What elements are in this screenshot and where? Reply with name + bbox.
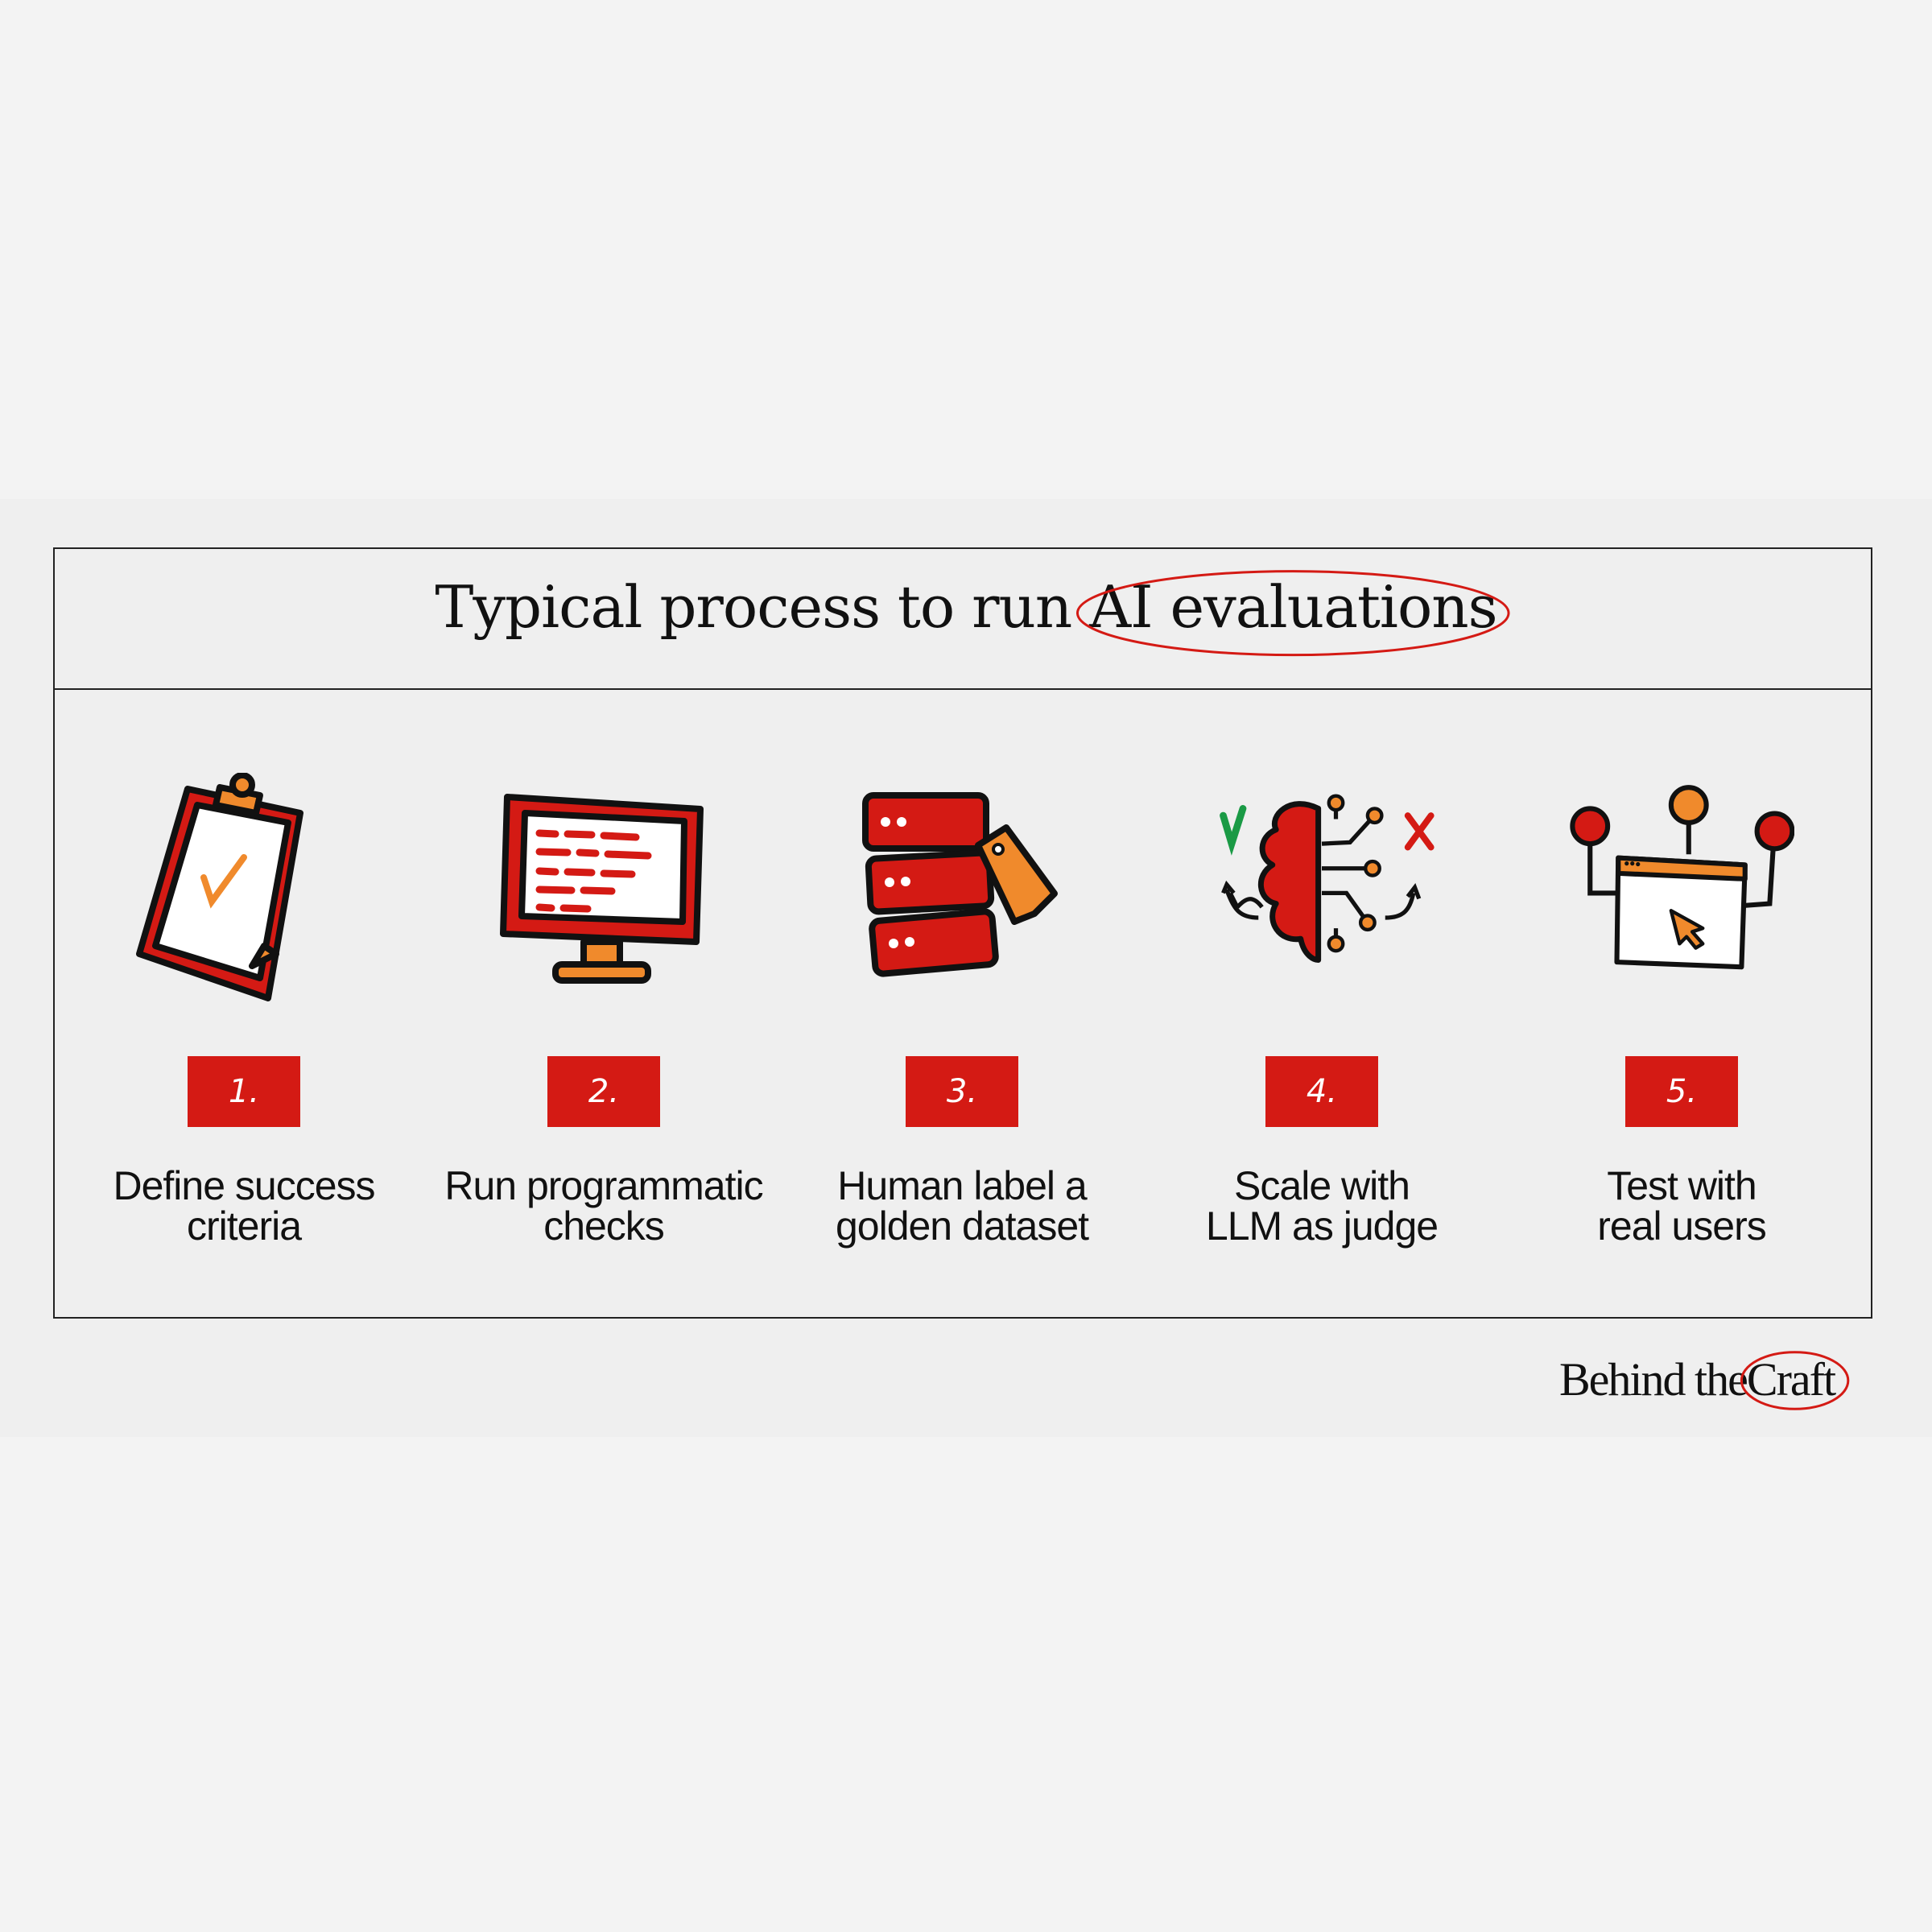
- title-prefix: Typical process to run: [435, 573, 1090, 641]
- monitor-code-icon: [500, 794, 704, 984]
- logo-circle-highlight: [1740, 1348, 1849, 1413]
- diagram-frame: [53, 547, 1872, 1319]
- step-number: 1.: [188, 1056, 300, 1127]
- server-tag-icon: [862, 792, 1058, 977]
- step-number: 5.: [1625, 1056, 1738, 1127]
- red-circle-highlight: [1073, 559, 1513, 663]
- title-highlight: AI evaluations: [1089, 573, 1497, 641]
- clipboard-check-icon: [136, 773, 303, 1001]
- header-divider: [53, 688, 1872, 690]
- step-number: 2.: [547, 1056, 660, 1127]
- step-number: 4.: [1265, 1056, 1378, 1127]
- users-browser-icon: [1570, 785, 1794, 970]
- step-number: 3.: [906, 1056, 1018, 1127]
- page-title: Typical process to run AI evaluations: [0, 573, 1932, 641]
- ai-brain-icon: [1220, 794, 1435, 963]
